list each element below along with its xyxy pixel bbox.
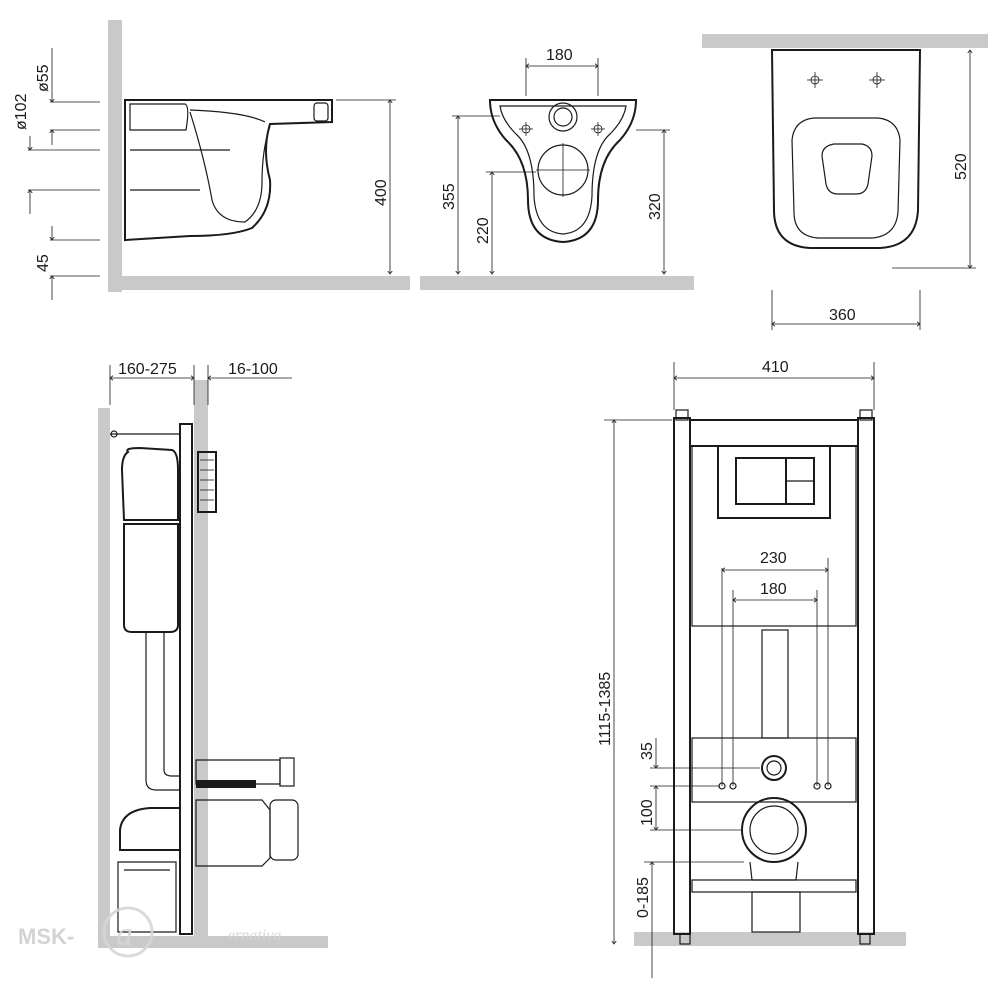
watermark-sub: ernativa xyxy=(228,927,281,944)
dim-h320: 320 xyxy=(647,193,664,220)
bowl-side-view: ø55 ø102 45 400 xyxy=(13,20,410,300)
dim-h100: 100 xyxy=(639,799,656,826)
dim-16-100: 16-100 xyxy=(228,361,278,378)
dim-h220: 220 xyxy=(475,217,492,244)
dim-w180-frame: 180 xyxy=(760,581,787,598)
dim-w360: 360 xyxy=(829,307,856,324)
dim-h400: 400 xyxy=(373,179,390,206)
dim-1115-1385: 1115-1385 xyxy=(597,672,614,746)
watermark-brand: MSK- xyxy=(18,924,74,949)
dim-w230: 230 xyxy=(760,550,787,567)
dim-w410: 410 xyxy=(762,359,789,376)
frame-front-view: 410 230 180 1115-1385 xyxy=(597,359,906,978)
dim-h0-185: 0-185 xyxy=(635,877,652,918)
dim-d55: ø55 xyxy=(35,64,52,92)
dim-h355: 355 xyxy=(441,183,458,210)
bowl-front-view: 180 355 220 320 xyxy=(420,47,694,290)
dim-h45: 45 xyxy=(35,254,52,272)
bowl-plan-view: 520 360 xyxy=(702,34,988,330)
dim-d102: ø102 xyxy=(13,93,30,130)
svg-text:a: a xyxy=(116,916,133,953)
watermark: MSK- a ernativa xyxy=(18,906,281,958)
frame-side-view: 160-275 16-100 xyxy=(98,361,328,948)
dim-h35: 35 xyxy=(639,742,656,760)
dim-w180-top: 180 xyxy=(546,47,573,64)
dim-h520: 520 xyxy=(953,153,970,180)
dim-160-275: 160-275 xyxy=(118,361,177,378)
